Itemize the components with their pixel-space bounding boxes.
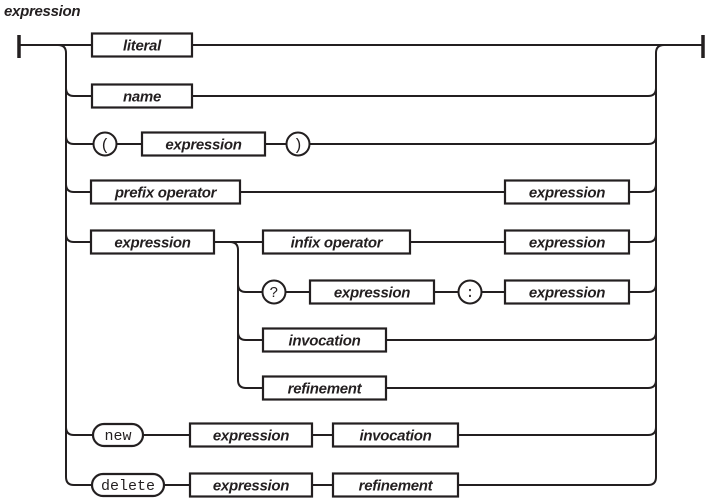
terminal-lparen-circle [92,131,118,157]
node-ternary-else-box [503,279,631,305]
terminal-colon-label: : [465,285,474,302]
node-new-invocation: invocation [331,422,460,448]
node-delete-refinement-label: refinement [359,478,434,495]
terminal-rparen: ) [285,131,311,157]
terminal-lparen-label: ( [100,137,110,155]
node-grouped-expression-box [140,131,267,157]
node-literal: literal [90,32,194,58]
node-infix-operator: infix operator [261,229,412,255]
sub-rail [229,241,247,389]
terminal-rparen-circle [285,131,311,157]
terminal-new-label: new [104,428,131,445]
node-prefix-operand-label: expression [529,185,605,202]
terminal-question-mark: ? [261,279,287,305]
node-left-operand-box [89,229,216,255]
node-new-expression-box [188,422,314,448]
node-grouped-expression: expression [140,131,267,157]
node-refinement-box [261,375,388,401]
node-delete-refinement-box [331,472,460,498]
terminal-new: new [91,422,145,448]
node-new-expression-label: expression [213,428,289,445]
node-ternary-else-label: expression [529,285,605,302]
node-infix-right-operand-label: expression [529,235,605,252]
node-ternary-else: expression [503,279,631,305]
left-rail [57,44,75,486]
node-prefix-operand-box [503,179,631,205]
node-prefix-operator-label: prefix operator [114,185,218,202]
node-new-expression: expression [188,422,314,448]
node-left-operand-label: expression [114,235,190,252]
terminal-rparen-label: ) [293,137,303,155]
node-name-box [90,83,194,109]
terminal-lparen: ( [92,131,118,157]
node-new-invocation-box [331,422,460,448]
node-delete-expression-box [188,472,314,498]
diagram-title: expression [4,3,80,20]
node-ternary-then: expression [308,279,436,305]
node-ternary-then-label: expression [334,285,410,302]
terminal-delete: delete [90,472,166,498]
node-invocation-label: invocation [288,333,360,350]
terminal-colon-circle [457,279,483,305]
node-invocation-box [261,327,388,353]
node-new-invocation-label: invocation [359,428,431,445]
terminal-new-pill [91,422,145,448]
node-delete-refinement: refinement [331,472,460,498]
node-prefix-operand: expression [503,179,631,205]
node-delete-expression: expression [188,472,314,498]
node-infix-operator-label: infix operator [291,235,384,252]
node-infix-right-operand-box [503,229,631,255]
terminal-question-mark-label: ? [269,285,278,302]
node-refinement: refinement [261,375,388,401]
node-literal-label: literal [123,38,162,55]
terminal-question-mark-circle [261,279,287,305]
node-infix-right-operand: expression [503,229,631,255]
diagram-tracks [17,35,705,486]
node-invocation: invocation [261,327,388,353]
node-prefix-operator-box [89,179,242,205]
node-literal-box [90,32,194,58]
right-rail [655,44,665,477]
branch-delete-line [74,476,657,486]
terminal-delete-pill [90,472,166,498]
node-infix-operator-box [261,229,412,255]
terminal-delete-label: delete [101,478,155,495]
node-name: name [90,83,194,109]
node-name-label: name [123,89,161,106]
node-prefix-operator: prefix operator [89,179,242,205]
node-grouped-expression-label: expression [165,137,241,154]
node-left-operand: expression [89,229,216,255]
node-refinement-label: refinement [288,381,363,398]
node-ternary-then-box [308,279,436,305]
node-delete-expression-label: expression [213,478,289,495]
terminal-colon: : [457,279,483,305]
